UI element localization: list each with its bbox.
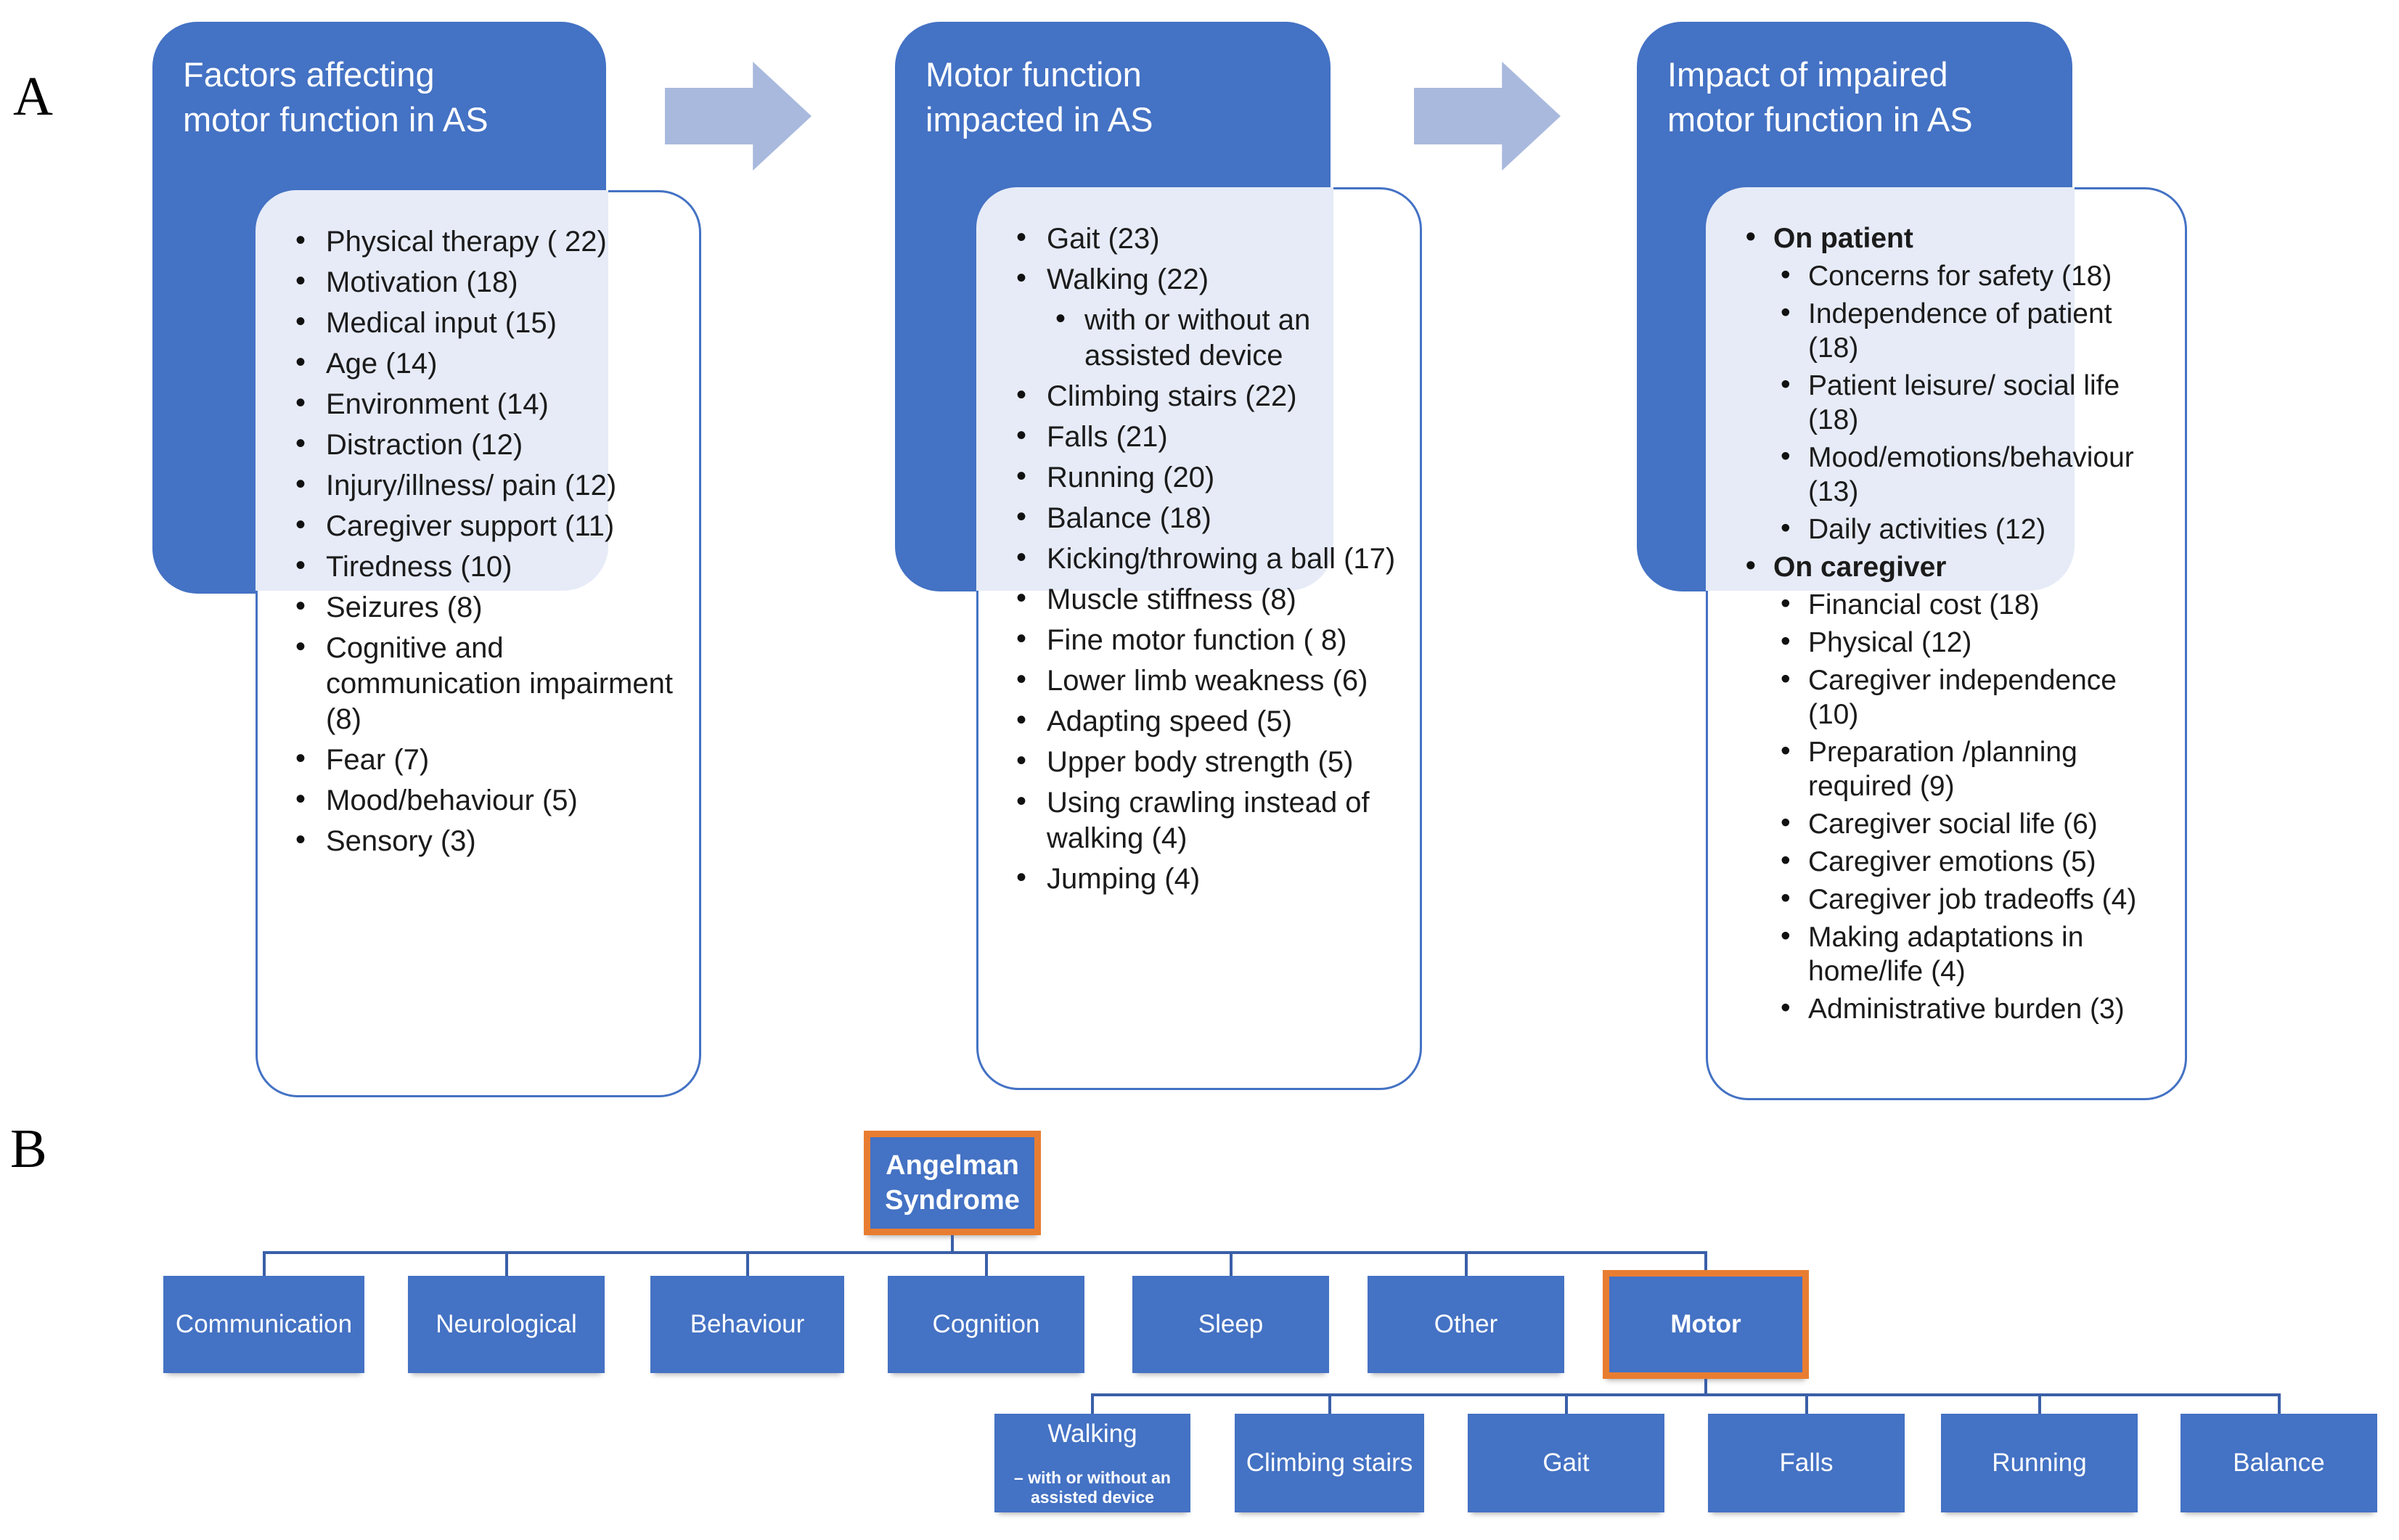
list-item: Balance (18) (1013, 499, 1399, 536)
list-item: Age (14) (293, 345, 679, 382)
node-sublabel: – with or without an assisted device (1014, 1468, 1171, 1507)
list-item: Gait (23) (1013, 220, 1399, 257)
connector-level2-stub (1704, 1251, 1707, 1276)
connector-level2-stub (1464, 1251, 1468, 1276)
list-item: Motivation (18) (293, 263, 679, 300)
item-list-functions: Gait (23) Walking (22)with or without an … (978, 189, 1420, 897)
connector-level2-stub (984, 1251, 988, 1276)
detail-card-impact: On patientConcerns for safety (18)Indepe… (1706, 187, 2187, 1100)
hierarchy-node-motor: Motor (1603, 1270, 1809, 1379)
node-label: Balance (2233, 1449, 2325, 1477)
list-item: Mood/behaviour (5) (293, 782, 679, 819)
hierarchy-root-node: Angelman Syndrome (864, 1131, 1041, 1235)
hierarchy-node-communication: Communication (163, 1276, 364, 1373)
list-item: Mood/emotions/behaviour (13) (1778, 439, 2165, 509)
list-item: Caregiver job tradeoffs (4) (1778, 881, 2165, 917)
node-label: Walking (1047, 1420, 1137, 1448)
list-item: Walking (22) (1013, 261, 1399, 298)
connector-level3-stub (2277, 1393, 2281, 1414)
list-item: Financial cost (18) (1778, 586, 2165, 622)
list-item: On caregiver (1743, 549, 2165, 584)
list-item: Environment (14) (293, 385, 679, 422)
flow-arrow-icon (1414, 62, 1561, 171)
list-item: Administrative burden (3) (1778, 991, 2165, 1026)
list-item: Falls (21) (1013, 418, 1399, 455)
connector-level2-stub (504, 1251, 508, 1276)
connector-level3-stub (1328, 1393, 1331, 1414)
connector-level2-stub (745, 1251, 749, 1276)
hierarchy-node-gait: Gait (1468, 1414, 1664, 1512)
list-item: Tiredness (10) (293, 548, 679, 585)
connector-level3-hline (1091, 1393, 2281, 1396)
list-item: Cognitive and communication impairment (… (293, 629, 679, 737)
connector-level3-stub (1805, 1393, 1808, 1414)
connector-level3-stub (1091, 1393, 1094, 1414)
hierarchy-node-cognition: Cognition (888, 1276, 1084, 1373)
connector-root-trunk (951, 1235, 954, 1254)
list-item: Independence of patient (18) (1778, 295, 2165, 365)
item-list-factors: Physical therapy ( 22)Motivation (18) Med… (258, 192, 699, 859)
node-label: Falls (1779, 1449, 1834, 1477)
list-item: Patient leisure/ social life (18) (1778, 367, 2165, 437)
hierarchy-node-running: Running (1941, 1414, 2138, 1512)
list-item: Lower limb weakness (6) (1013, 662, 1399, 699)
hierarchy-node-falls: Falls (1708, 1414, 1905, 1512)
list-item: Medical input (15) (293, 304, 679, 341)
list-item: Adapting speed (5) (1013, 703, 1399, 740)
list-item: Making adaptations in home/life (4) (1778, 919, 2165, 988)
hierarchy-node-walking: Walking – with or without an assisted dev… (994, 1414, 1190, 1512)
detail-card-functions: Gait (23) Walking (22)with or without an … (976, 187, 1422, 1090)
panel-b-label: B (10, 1118, 47, 1179)
list-item: On patient (1743, 220, 2165, 255)
list-item: Upper body strength (5) (1013, 743, 1399, 780)
list-item: Jumping (4) (1013, 860, 1399, 897)
connector-motor-trunk (1704, 1379, 1707, 1396)
list-item: Daily activities (12) (1778, 511, 2165, 546)
list-item: Kicking/throwing a ball (17) (1013, 540, 1399, 577)
list-item: Fear (7) (293, 741, 679, 778)
connector-level2-stub (262, 1251, 266, 1276)
list-item: Injury/illness/ pain (12) (293, 467, 679, 504)
list-item: Seizures (8) (293, 589, 679, 626)
node-label: Climbing stairs (1246, 1449, 1413, 1477)
hierarchy-node-climbing-stairs: Climbing stairs (1235, 1414, 1424, 1512)
list-item: Distraction (12) (293, 426, 679, 463)
node-label: Gait (1542, 1449, 1590, 1477)
connector-level2-stub (1229, 1251, 1233, 1276)
list-item: Physical therapy ( 22) (293, 223, 679, 260)
connector-level3-stub (1564, 1393, 1568, 1414)
list-item: Caregiver support (11) (293, 507, 679, 544)
panel-a-label: A (13, 66, 53, 127)
flow-arrow-icon (665, 62, 812, 171)
list-item: Caregiver social life (6) (1778, 806, 2165, 841)
hierarchy-node-neurological: Neurological (408, 1276, 605, 1373)
item-list-impact: On patientConcerns for safety (18)Indepe… (1708, 189, 2185, 1026)
list-item: Caregiver independence (10) (1778, 662, 2165, 732)
list-item: Preparation /planning required (9) (1778, 734, 2165, 803)
list-item: with or without an assisted device (1053, 301, 1399, 374)
list-item: Muscle stiffness (8) (1013, 581, 1399, 618)
list-item: Sensory (3) (293, 822, 679, 859)
list-item: Caregiver emotions (5) (1778, 843, 2165, 879)
list-item: Climbing stairs (22) (1013, 377, 1399, 414)
hierarchy-node-other: Other (1368, 1276, 1564, 1373)
list-item: Physical (12) (1778, 624, 2165, 660)
list-item: Fine motor function ( 8) (1013, 621, 1399, 658)
list-item: Concerns for safety (18) (1778, 258, 2165, 293)
list-item: Running (20) (1013, 459, 1399, 496)
hierarchy-node-behaviour: Behaviour (650, 1276, 844, 1373)
connector-level3-stub (2038, 1393, 2041, 1414)
hierarchy-node-balance: Balance (2181, 1414, 2377, 1512)
list-item: Using crawling instead of walking (4) (1013, 784, 1399, 856)
detail-card-factors: Physical therapy ( 22)Motivation (18) Med… (256, 190, 701, 1097)
hierarchy-node-sleep: Sleep (1132, 1276, 1329, 1373)
node-label: Running (1992, 1449, 2087, 1477)
